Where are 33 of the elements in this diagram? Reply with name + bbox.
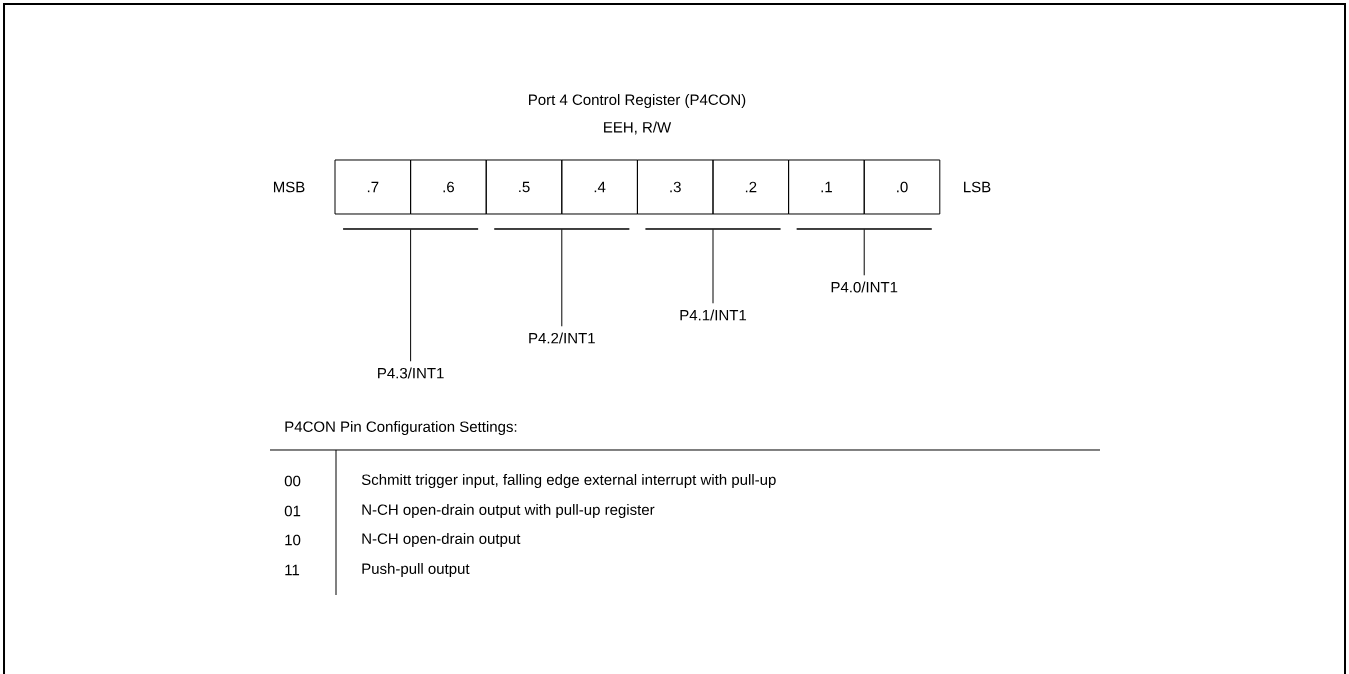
leader-line — [561, 229, 563, 327]
bit-cell: .2 — [712, 159, 790, 215]
msb-label: MSB — [274, 181, 305, 193]
register-address: EEH, R/W — [604, 121, 672, 135]
leader-line — [863, 229, 865, 276]
title: Port 4 Control Register (P4CON) — [529, 94, 746, 108]
table-cell: N-CH open-drain output — [362, 533, 521, 547]
bit-cell: .3 — [636, 159, 714, 215]
lsb-label: LSB — [964, 181, 991, 193]
table-cell: 11 — [285, 564, 300, 576]
pin-label: P4.3/INT1 — [378, 367, 444, 379]
table-cell: 00 — [284, 475, 301, 487]
bracket-line — [342, 228, 479, 230]
table-cell: 10 — [285, 534, 301, 546]
bracket-line — [493, 228, 630, 230]
table-cell: Push-pull output — [362, 563, 470, 577]
bit-cell: .0 — [863, 159, 941, 215]
bit-cell: .7 — [334, 159, 412, 215]
bit-cell: .5 — [485, 159, 563, 215]
leader-line — [410, 229, 412, 362]
table-heading: P4CON Pin Configuration Settings: — [285, 421, 517, 435]
bracket-line — [645, 228, 781, 230]
pin-label: P4.1/INT1 — [680, 309, 747, 321]
pin-label: P4.0/INT1 — [831, 281, 898, 293]
pin-label: P4.2/INT1 — [529, 332, 595, 344]
bit-cell: .4 — [561, 159, 638, 215]
bit-cell: .6 — [410, 159, 487, 215]
bit-cell: .1 — [788, 159, 865, 215]
table-cell: Schmitt trigger input, falling edge external interrupt with pull-up — [361, 474, 776, 488]
table-cell: 01 — [284, 505, 301, 517]
table-cell: N-CH open-drain output with pull-up register — [362, 504, 655, 518]
leader-line — [712, 229, 714, 304]
bracket-line — [796, 228, 933, 230]
